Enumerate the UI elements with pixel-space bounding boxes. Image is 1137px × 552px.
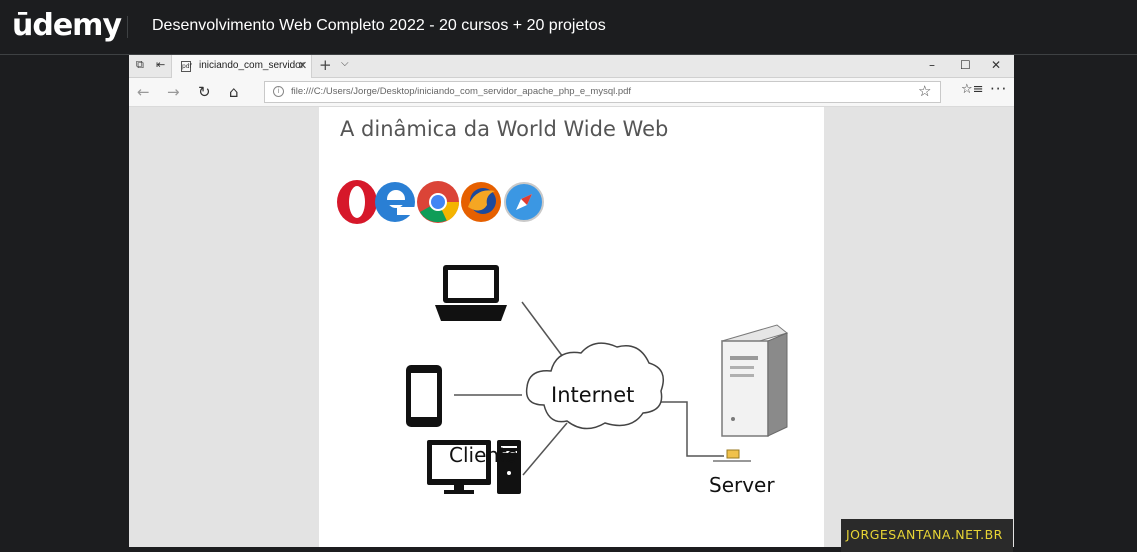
refresh-icon[interactable]: ↻ [198, 83, 211, 101]
new-tab-button[interactable]: + [319, 56, 332, 74]
laptop-icon [435, 265, 507, 321]
server-label: Server [709, 473, 775, 495]
browser-tab-strip: ⧉ ⇤ pdf iniciando_com_servidor ✕ + ⌵ – ☐… [129, 55, 1014, 78]
cloud-icon [525, 342, 664, 430]
forward-icon[interactable]: → [167, 83, 180, 101]
favorites-list-icon[interactable]: ☆≡ [961, 82, 984, 97]
address-bar[interactable]: i file:///C:/Users/Jorge/Desktop/inician… [264, 81, 941, 103]
firefox-icon [461, 182, 501, 222]
minimize-button[interactable]: – [929, 58, 935, 72]
pdf-page: A dinâmica da World Wide Web [319, 107, 824, 547]
laptop-link-line [521, 301, 564, 358]
internet-label: Internet [551, 383, 634, 407]
pdf-file-icon: pdf [181, 61, 192, 72]
browser-tab[interactable]: pdf iniciando_com_servidor ✕ [171, 55, 312, 78]
more-icon[interactable]: ··· [990, 80, 1008, 98]
desktop-icon [427, 440, 521, 494]
close-window-button[interactable]: ✕ [991, 58, 1002, 72]
watermark-text: JORGESANTANA.NET.BR [846, 527, 1003, 542]
tab-list-chevron-icon[interactable]: ⌵ [341, 58, 349, 69]
watermark-badge: JORGESANTANA.NET.BR [841, 519, 1013, 552]
chrome-icon [417, 181, 460, 223]
server-link-line [655, 401, 724, 457]
favorite-star-icon[interactable]: ☆ [918, 82, 932, 100]
clients-label: Clients [449, 443, 517, 467]
logo-text: ūdemy [12, 8, 122, 43]
set-aside-tabs-icon[interactable]: ⇤ [156, 58, 166, 71]
url-text[interactable]: file:///C:/Users/Jorge/Desktop/iniciando… [291, 86, 632, 97]
course-title[interactable]: Desenvolvimento Web Completo 2022 - 20 c… [152, 17, 606, 34]
smartphone-icon [406, 365, 442, 427]
back-icon[interactable]: ← [137, 83, 150, 101]
browser-logos [337, 180, 544, 224]
maximize-button[interactable]: ☐ [960, 58, 971, 72]
home-icon[interactable]: ⌂ [229, 83, 239, 101]
udemy-logo[interactable]: ūdemy [12, 8, 122, 44]
opera-icon [337, 180, 377, 224]
header-divider [127, 16, 128, 38]
tab-actions-icon[interactable]: ⧉ [136, 58, 144, 71]
info-icon[interactable]: i [273, 86, 284, 97]
tab-label: iniciando_com_servidor [199, 60, 305, 71]
udemy-header: ūdemy Desenvolvimento Web Completo 2022 … [0, 0, 1137, 55]
safari-icon [504, 182, 544, 222]
desktop-link-line [522, 422, 568, 476]
browser-toolbar: ← → ↻ ⌂ i file:///C:/Users/Jorge/Desktop… [129, 78, 1014, 107]
pdf-viewer[interactable]: A dinâmica da World Wide Web [129, 107, 1014, 552]
close-tab-icon[interactable]: ✕ [298, 59, 308, 72]
slide-title: A dinâmica da World Wide Web [340, 117, 669, 141]
server-icon [713, 324, 789, 462]
edge-icon [375, 182, 415, 222]
web-dynamics-diagram: Internet Clients Server [406, 265, 789, 495]
video-player[interactable]: ⧉ ⇤ pdf iniciando_com_servidor ✕ + ⌵ – ☐… [129, 55, 1014, 552]
